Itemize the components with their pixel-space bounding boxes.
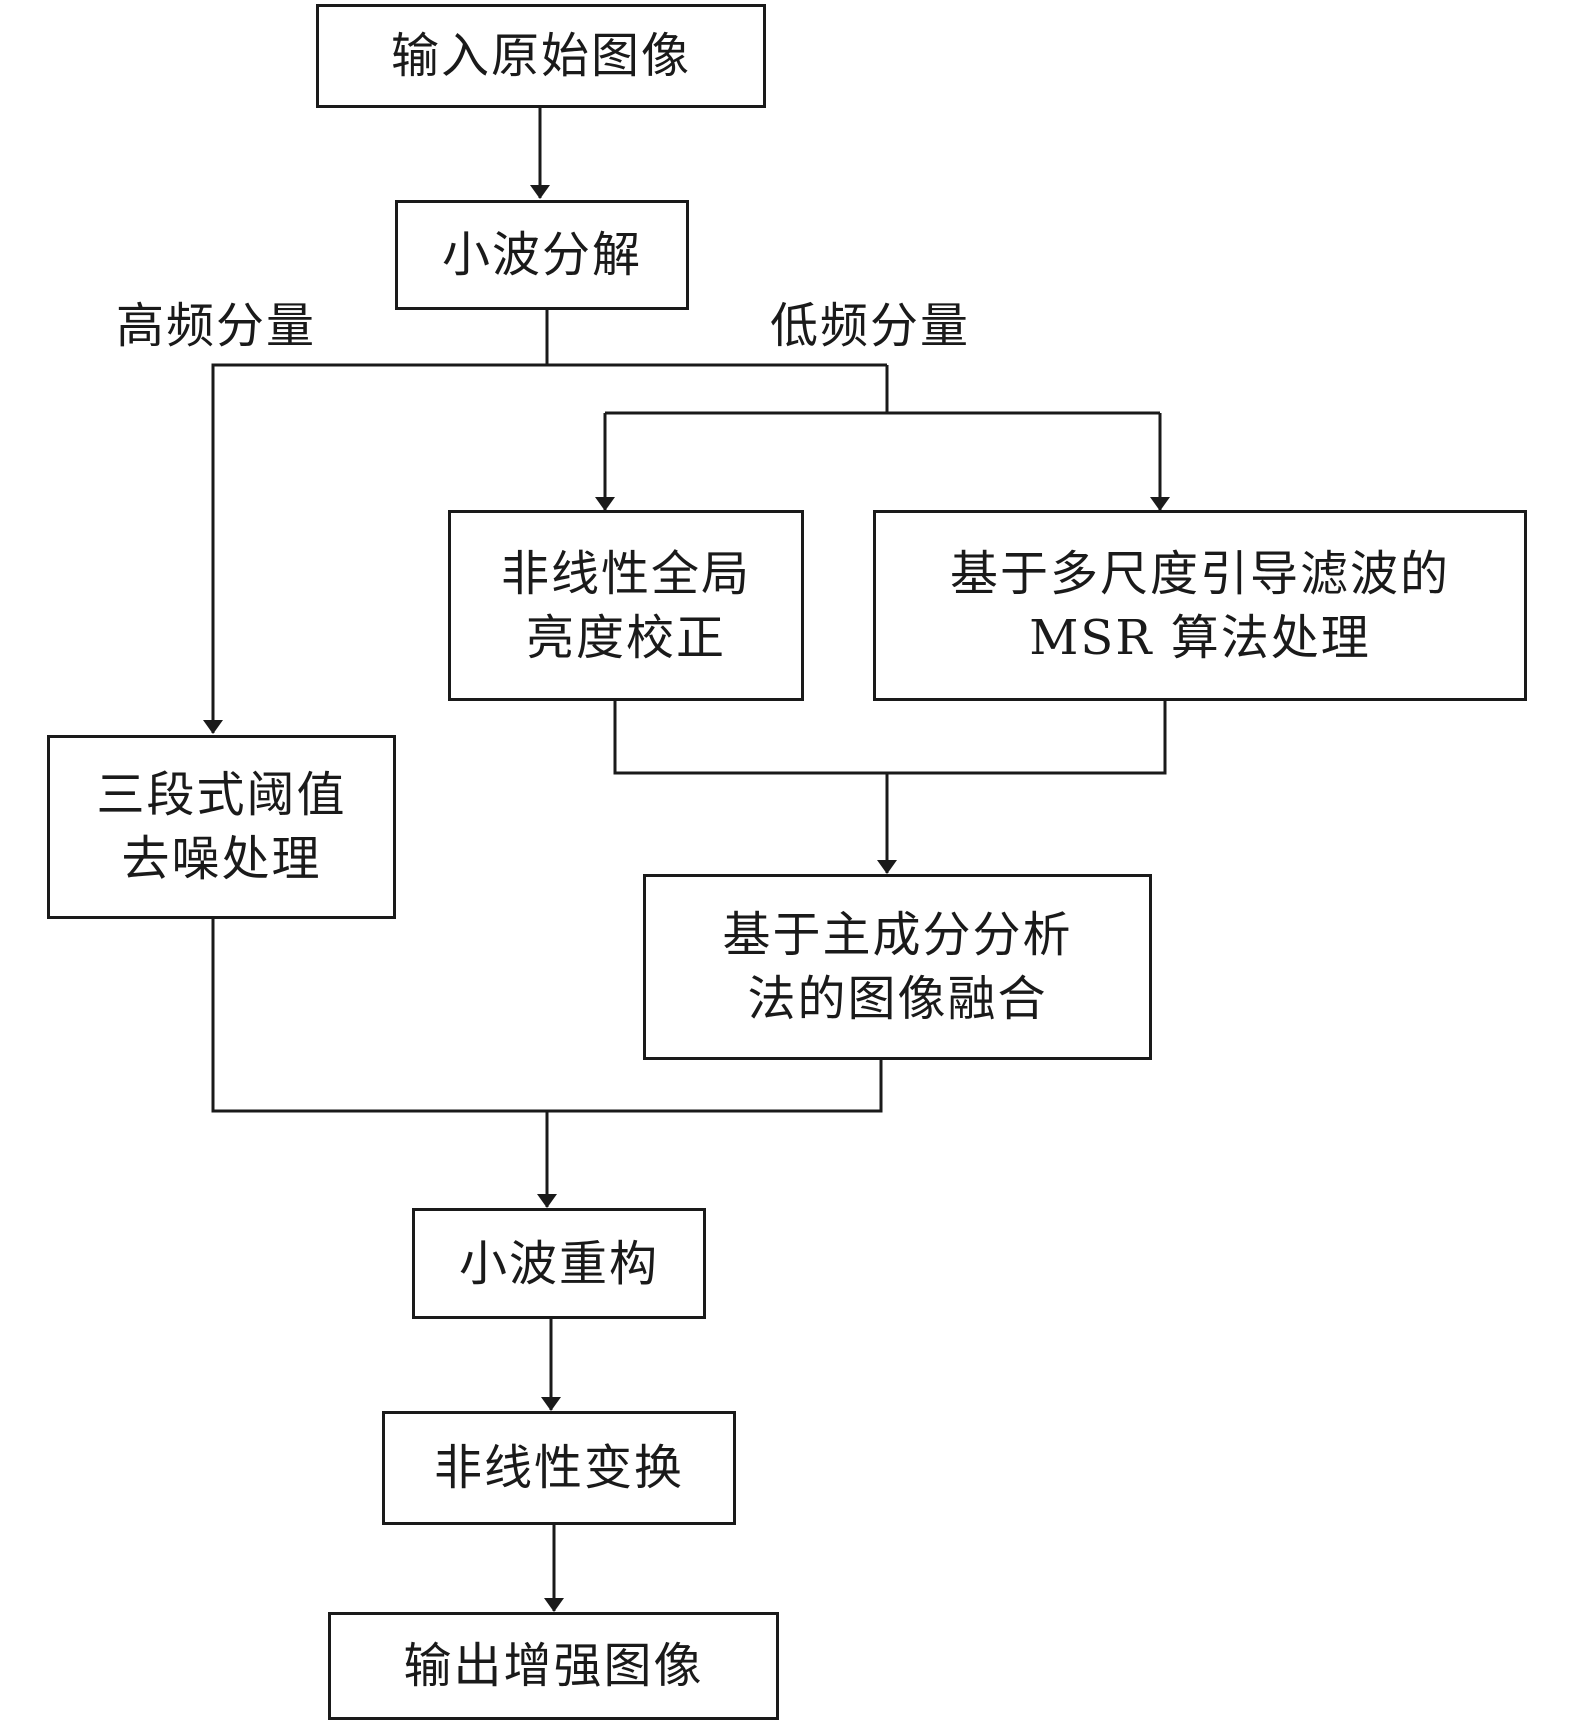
wavelet-reconstruction-box: 小波重构 (412, 1208, 706, 1319)
wavelet-reconstruction-line-1: 小波重构 (458, 1235, 659, 1292)
msr-guided-filter-box: 基于多尺度引导滤波的 MSR 算法处理 (873, 510, 1527, 701)
global-brightness-correction-box: 非线性全局 亮度校正 (448, 510, 804, 701)
pca-fusion-box: 基于主成分分析 法的图像融合 (643, 874, 1152, 1060)
edge-high-freq-to-denoise (203, 363, 887, 734)
high-frequency-label: 高频分量 (116, 298, 317, 354)
msr-guided-filter-line-1: 基于多尺度引导滤波的 (949, 545, 1450, 602)
nonlinear-transform-line-1: 非线性变换 (433, 1440, 684, 1496)
output-image-box: 输出增强图像 (328, 1612, 779, 1720)
edge-gamma-msr-merge (613, 700, 1167, 775)
threshold-denoise-box: 三段式阈值 去噪处理 (47, 735, 396, 919)
wavelet-decomposition-line-1: 小波分解 (441, 227, 642, 283)
output-image-line-1: 输出增强图像 (403, 1638, 704, 1694)
global-brightness-correction-line-1: 非线性全局 (500, 545, 751, 602)
threshold-denoise-line-1: 三段式阈值 (96, 767, 347, 823)
wavelet-decomposition-box: 小波分解 (395, 200, 689, 310)
pca-fusion-line-2: 法的图像融合 (747, 971, 1048, 1027)
pca-fusion-line-1: 基于主成分分析 (722, 907, 1073, 963)
input-image-box: 输入原始图像 (316, 4, 766, 108)
input-image-line-1: 输入原始图像 (390, 28, 691, 84)
global-brightness-correction-line-2: 亮度校正 (525, 609, 726, 666)
threshold-denoise-line-2: 去噪处理 (121, 831, 322, 887)
nonlinear-transform-box: 非线性变换 (382, 1411, 736, 1525)
low-frequency-label: 低频分量 (770, 298, 971, 354)
msr-guided-filter-line-2: MSR 算法处理 (1029, 609, 1371, 666)
